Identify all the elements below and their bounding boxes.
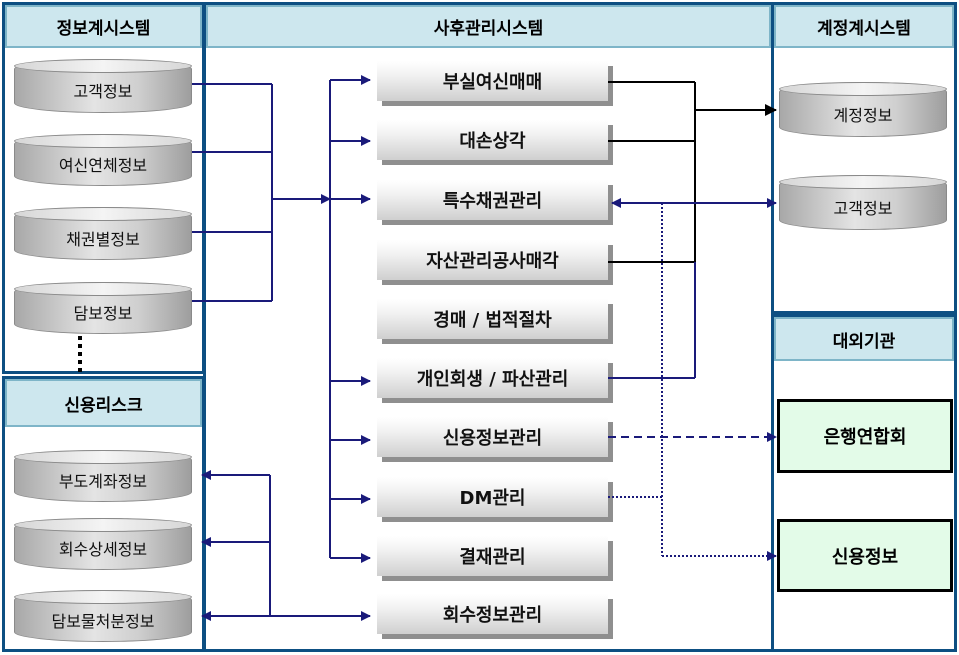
org-bank-federation: 은행연합회 [777,399,953,473]
account-system-panel [771,2,957,314]
process-auction-legal: 경매 / 법적절차 [377,299,608,339]
db-default-account-info: 부도계좌정보 [14,450,192,502]
db-customer-info: 고객정보 [14,59,192,113]
recovery-to-risk-lines [201,470,371,621]
process-credit-info-mgmt: 신용정보관리 [377,417,608,457]
process-bad-loan-sale: 부실여신매매 [377,61,608,101]
process-rehab-bankruptcy: 개인회생 / 파산관리 [377,358,608,398]
info-to-process-lines [192,75,371,563]
external-title: 대외기관 [774,317,954,361]
db-collateral-disposal-info: 담보물처분정보 [14,590,192,642]
process-approval-mgmt: 결재관리 [377,536,608,576]
process-recovery-info-mgmt: 회수정보관리 [377,594,608,634]
dm-to-credit-info-lines [608,203,777,561]
db-account-customer-info: 고객정보 [779,175,947,230]
process-to-account-lines [608,81,777,263]
process-dm-mgmt: DM관리 [377,477,608,517]
db-bond-info: 채권별정보 [14,207,192,260]
db-collateral-info: 담보정보 [14,282,192,334]
process-kamco-sale: 자산관리공사매각 [377,240,608,280]
info-system-title: 정보계시스템 [5,5,202,48]
after-mgmt-title: 사후관리시스템 [206,5,771,48]
process-bad-debt-writeoff: 대손상각 [377,120,608,160]
external-panel [771,314,957,652]
db-account-info: 계정정보 [779,82,947,137]
more-ellipsis [75,336,85,372]
db-recovery-detail-info: 회수상세정보 [14,518,192,570]
db-loan-overdue-info: 여신연체정보 [14,134,192,186]
account-system-title: 계정계시스템 [774,5,954,48]
rehab-to-account-line [608,262,696,379]
credit-risk-title: 신용리스크 [5,379,202,427]
process-special-bond-mgmt: 특수채권관리 [377,180,608,220]
org-credit-info: 신용정보 [777,519,953,592]
